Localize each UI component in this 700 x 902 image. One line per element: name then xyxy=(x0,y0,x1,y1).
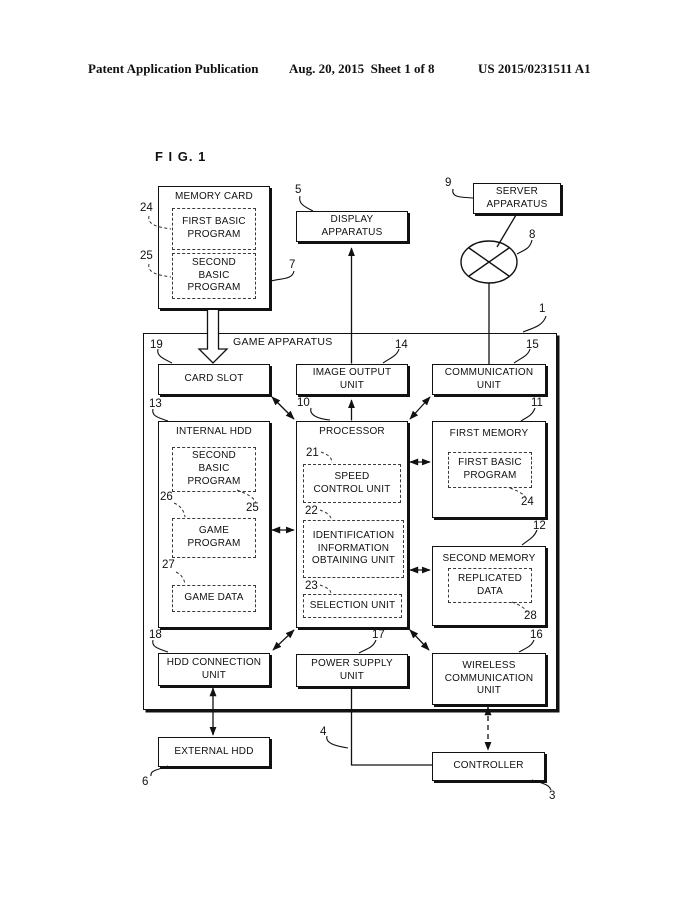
first-basic-program-card-label: FIRST BASIC PROGRAM xyxy=(182,216,246,240)
ref-label-19: 19 xyxy=(150,339,163,351)
ref-label-6: 6 xyxy=(142,776,149,788)
second-basic-program-card-box: SECOND BASIC PROGRAM xyxy=(172,253,256,299)
speed-control-unit-label: SPEED CONTROL UNIT xyxy=(313,470,391,495)
display-apparatus-box: DISPLAY APPARATUS xyxy=(296,211,408,242)
header-date-sheet: Aug. 20, 2015 Sheet 1 of 8 xyxy=(289,61,435,76)
selection-unit-label: SELECTION UNIT xyxy=(309,599,396,611)
ref-label-9: 9 xyxy=(445,177,452,189)
ref-label-8: 8 xyxy=(529,229,536,241)
identification-unit-label: IDENTIFICATION INFORMATION OBTAINING UNI… xyxy=(311,529,396,567)
connector-server-network xyxy=(496,214,517,248)
processor-box: PROCESSOR SPEED CONTROL UNIT IDENTIFICAT… xyxy=(296,421,408,628)
image-output-unit-box: IMAGE OUTPUT UNIT xyxy=(296,364,408,395)
hdd-connection-unit-label: HDD CONNECTION UNIT xyxy=(166,656,262,681)
ref-label-25-card: 25 xyxy=(140,250,153,262)
controller-label: CONTROLLER xyxy=(453,760,524,772)
power-supply-unit-label: POWER SUPPLY UNIT xyxy=(311,657,393,682)
ref-label-13: 13 xyxy=(149,398,162,410)
replicated-data-box: REPLICATED DATA xyxy=(448,568,532,603)
ref-label-17: 17 xyxy=(372,629,385,641)
leader-6 xyxy=(150,765,169,777)
game-program-label: GAME PROGRAM xyxy=(187,525,241,549)
ref-label-16: 16 xyxy=(530,629,543,641)
ref-label-25-hdd: 25 xyxy=(246,502,259,514)
second-basic-program-hdd-label: SECOND BASIC PROGRAM xyxy=(187,450,241,487)
communication-unit-box: COMMUNICATION UNIT xyxy=(432,364,546,395)
header-patent-number: US 2015/0231511 A1 xyxy=(478,61,591,76)
hdd-connection-unit-box: HDD CONNECTION UNIT xyxy=(158,653,270,686)
ref-label-24-card: 24 xyxy=(140,202,153,214)
card-slot-box: CARD SLOT xyxy=(158,364,270,395)
game-data-label: GAME DATA xyxy=(184,592,244,604)
leader-1 xyxy=(522,315,547,333)
first-memory-title: FIRST MEMORY xyxy=(449,428,529,439)
leader-7 xyxy=(270,270,295,282)
leader-3 xyxy=(531,779,552,791)
wireless-communication-unit-label: WIRELESS COMMUNICATION UNIT xyxy=(444,659,534,697)
game-apparatus-title: GAME APPARATUS xyxy=(233,336,333,348)
game-data-box: GAME DATA xyxy=(172,585,256,612)
second-basic-program-card-label: SECOND BASIC PROGRAM xyxy=(187,256,241,294)
image-output-unit-label: IMAGE OUTPUT UNIT xyxy=(312,366,392,391)
memory-card-title: MEMORY CARD xyxy=(175,191,253,202)
controller-box: CONTROLLER xyxy=(432,752,545,781)
replicated-data-label: REPLICATED DATA xyxy=(457,572,523,597)
display-apparatus-label: DISPLAY APPARATUS xyxy=(321,213,383,238)
ref-label-23: 23 xyxy=(305,580,318,592)
power-supply-unit-box: POWER SUPPLY UNIT xyxy=(296,654,408,687)
ref-label-24-memory: 24 xyxy=(521,496,534,508)
first-basic-program-mem-box: FIRST BASIC PROGRAM xyxy=(448,452,532,488)
ref-label-7: 7 xyxy=(289,259,296,271)
leader-5 xyxy=(299,195,314,212)
ref-label-27: 27 xyxy=(162,559,175,571)
leader-8 xyxy=(516,239,533,255)
ref-label-22: 22 xyxy=(305,505,318,517)
ref-label-11: 11 xyxy=(531,397,543,409)
second-basic-program-hdd-box: SECOND BASIC PROGRAM xyxy=(172,447,256,492)
leader-4 xyxy=(326,735,349,749)
first-basic-program-card-box: FIRST BASIC PROGRAM xyxy=(172,208,256,250)
memory-card-box: MEMORY CARD FIRST BASIC PROGRAM SECOND B… xyxy=(158,186,270,309)
first-basic-program-mem-label: FIRST BASIC PROGRAM xyxy=(458,457,522,481)
internal-hdd-box: INTERNAL HDD SECOND BASIC PROGRAM GAME P… xyxy=(158,421,270,628)
header-publication: Patent Application Publication xyxy=(88,61,259,76)
ref-label-18: 18 xyxy=(149,629,162,641)
network-icon xyxy=(460,240,518,284)
figure-label: F I G. 1 xyxy=(155,149,207,164)
wireless-communication-unit-box: WIRELESS COMMUNICATION UNIT xyxy=(432,653,546,705)
ref-label-10: 10 xyxy=(297,397,310,409)
ref-label-15: 15 xyxy=(526,339,539,351)
ref-label-14: 14 xyxy=(395,339,408,351)
second-memory-box: SECOND MEMORY REPLICATED DATA xyxy=(432,546,546,626)
ref-label-5: 5 xyxy=(295,184,302,196)
server-apparatus-box: SERVER APPARATUS xyxy=(473,183,561,214)
external-hdd-box: EXTERNAL HDD xyxy=(158,737,270,767)
external-hdd-label: EXTERNAL HDD xyxy=(174,745,254,757)
ref-label-1: 1 xyxy=(539,303,546,315)
ref-label-26: 26 xyxy=(160,491,173,503)
ref-label-21: 21 xyxy=(306,447,319,459)
speed-control-unit-box: SPEED CONTROL UNIT xyxy=(303,464,401,503)
leader-9 xyxy=(452,188,474,199)
first-memory-box: FIRST MEMORY FIRST BASIC PROGRAM xyxy=(432,421,546,518)
ref-label-4: 4 xyxy=(320,726,327,738)
communication-unit-label: COMMUNICATION UNIT xyxy=(444,366,534,391)
second-memory-title: SECOND MEMORY xyxy=(442,553,536,564)
ref-label-28: 28 xyxy=(524,610,537,622)
ref-label-3: 3 xyxy=(549,790,556,802)
identification-unit-box: IDENTIFICATION INFORMATION OBTAINING UNI… xyxy=(303,520,404,578)
game-program-box: GAME PROGRAM xyxy=(172,518,256,558)
server-apparatus-label: SERVER APPARATUS xyxy=(486,185,548,210)
selection-unit-box: SELECTION UNIT xyxy=(303,594,402,618)
ref-label-12: 12 xyxy=(533,520,546,532)
processor-title: PROCESSOR xyxy=(319,426,385,437)
card-slot-label: CARD SLOT xyxy=(184,373,244,385)
internal-hdd-title: INTERNAL HDD xyxy=(176,426,252,437)
